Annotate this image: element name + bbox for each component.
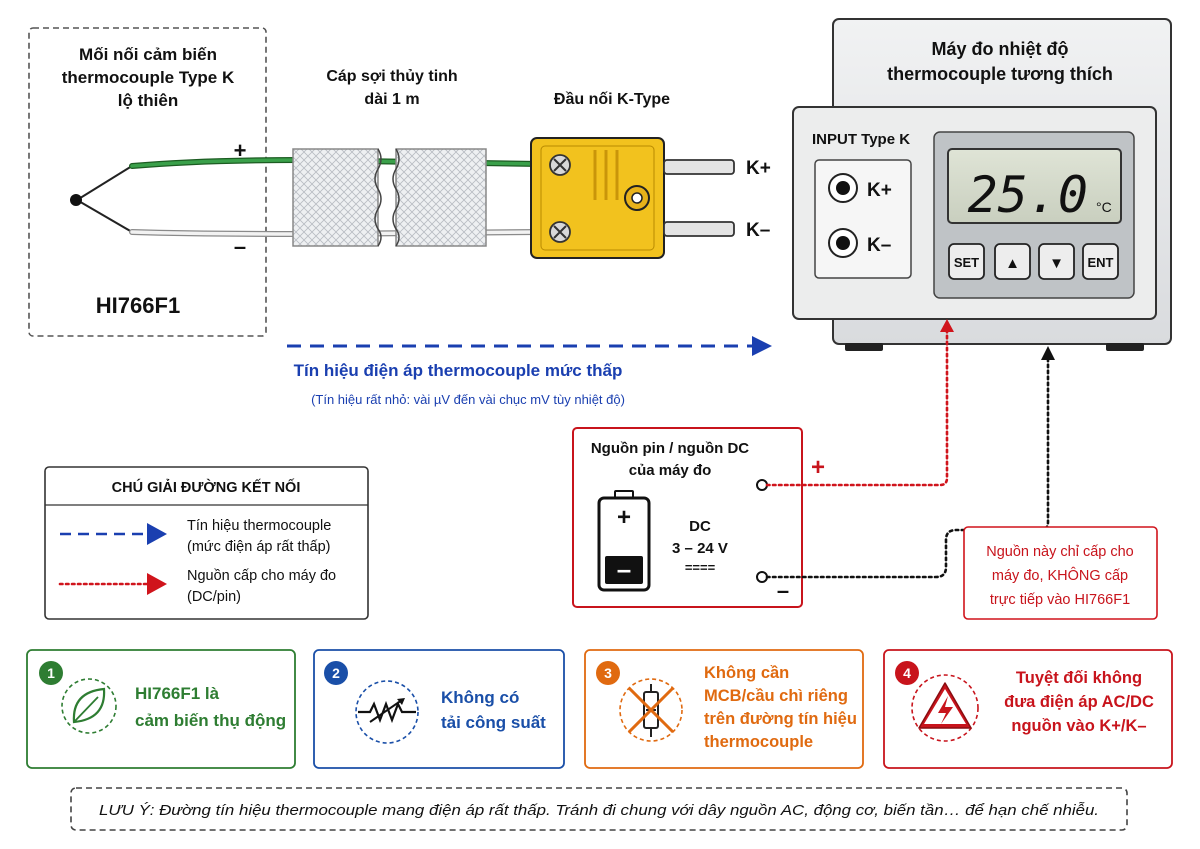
battery-minus-symbol: – xyxy=(617,554,631,584)
power-plus-label: + xyxy=(811,454,825,481)
connector-label: Đầu nối K-Type xyxy=(554,91,670,108)
screw-icon xyxy=(549,154,571,176)
up-arrow-icon: ▲ xyxy=(1005,255,1020,272)
note-3-line-4: thermocouple xyxy=(704,733,813,751)
up-button[interactable]: ▲ xyxy=(994,243,1031,280)
battery-plus-symbol: + xyxy=(617,504,631,531)
input-jack-plus[interactable] xyxy=(828,173,858,203)
footer-note-text: LƯU Ý: Đường tín hiệu thermocouple mang … xyxy=(99,802,1099,819)
input-jack-minus[interactable] xyxy=(828,228,858,258)
sensor-model-label: HI766F1 xyxy=(96,293,180,318)
power-supply-box: Nguồn pin / nguồn DC của máy đo + – DC 3… xyxy=(572,427,803,608)
connection-legend: CHÚ GIẢI ĐƯỜNG KẾT NỐI Tín hiệu thermoco… xyxy=(44,466,369,620)
footer-note: LƯU Ý: Đường tín hiệu thermocouple mang … xyxy=(70,787,1128,831)
note-card-2: 2 Không có tải công suất xyxy=(313,649,565,769)
note-4-line-2: đưa điện áp AC/DC xyxy=(1004,693,1154,711)
legend-title: CHÚ GIẢI ĐƯỜNG KẾT NỐI xyxy=(112,478,301,496)
power-title-line-1: Nguồn pin / nguồn DC xyxy=(591,440,749,457)
fiberglass-cable xyxy=(292,148,487,247)
high-voltage-warning-icon xyxy=(918,682,972,729)
sensor-minus-label: – xyxy=(234,234,246,259)
thermocouple-junction xyxy=(70,165,133,233)
note-4-line-3: nguồn vào K+/K– xyxy=(1011,717,1146,735)
connector-pin-plus-label: K+ xyxy=(746,158,771,179)
sensor-junction-box: Mối nối cảm biến thermocouple Type K lộ … xyxy=(28,27,267,337)
sensor-title-line-3: lộ thiên xyxy=(118,91,178,110)
note-2-line-2: tải công suất xyxy=(441,713,546,732)
down-arrow-icon: ▼ xyxy=(1049,255,1064,272)
note-card-4: 4 Tuyệt đối không đưa điện áp AC/DC nguồ… xyxy=(883,649,1173,769)
lcd-display: 25.0 °C xyxy=(947,148,1122,224)
legend-item-power-line-1: Nguồn cấp cho máy đo xyxy=(187,568,336,584)
screw-icon xyxy=(549,221,571,243)
note-2-line-1: Không có xyxy=(441,688,519,707)
signal-arrow xyxy=(287,336,772,356)
meter-title-line-1: Máy đo nhiệt độ xyxy=(932,39,1069,59)
legend-item-power-line-2: (DC/pin) xyxy=(187,589,241,605)
power-terminal-plus[interactable] xyxy=(756,479,768,491)
note-1-number: 1 xyxy=(47,665,55,681)
signal-sublabel: (Tín hiệu rất nhỏ: vài µV đến vài chục m… xyxy=(311,392,625,407)
note-4-number: 4 xyxy=(903,665,911,681)
ent-button-label: ENT xyxy=(1088,255,1114,270)
meter-title-line-2: thermocouple tương thích xyxy=(887,64,1113,84)
note-3-line-3: trên đường tín hiệu xyxy=(704,710,857,728)
power-dc-label: DC xyxy=(689,518,711,535)
down-button[interactable]: ▼ xyxy=(1038,243,1075,280)
note-card-3: 3 Không cần MCB/cầu chì riêng trên đường… xyxy=(584,649,864,769)
note-3-line-1: Không cần xyxy=(704,664,789,682)
power-voltage-range: 3 – 24 V xyxy=(672,540,728,557)
set-button[interactable]: SET xyxy=(948,243,985,280)
sensor-plus-label: + xyxy=(234,138,247,163)
legend-item-signal-line-2: (mức điện áp rất thấp) xyxy=(187,539,331,555)
leaf-icon xyxy=(72,687,106,724)
sensor-title-line-1: Mối nối cảm biến xyxy=(79,45,217,64)
note-card-1: 1 HI766F1 là cảm biến thụ động xyxy=(26,649,296,769)
power-note-box: Nguồn này chỉ cấp cho máy đo, KHÔNG cấp … xyxy=(963,526,1158,620)
power-note-line-2: máy đo, KHÔNG cấp xyxy=(992,567,1128,584)
meter-jack-minus-label: K– xyxy=(867,235,891,256)
lcd-reading: 25.0 xyxy=(968,166,1088,224)
resistor-icon xyxy=(358,698,416,724)
temperature-meter: Máy đo nhiệt độ thermocouple tương thích… xyxy=(792,18,1172,351)
power-positive-wire xyxy=(765,319,954,487)
power-title-line-2: của máy đo xyxy=(629,462,712,479)
battery-icon: + – xyxy=(597,490,651,592)
note-4-line-1: Tuyệt đối không xyxy=(1016,669,1142,687)
k-type-connector xyxy=(530,137,735,259)
meter-jack-plus-label: K+ xyxy=(867,180,892,201)
cable-label-line-1: Cáp sợi thủy tinh xyxy=(326,68,457,85)
note-1-line-1: HI766F1 là xyxy=(135,684,220,703)
set-button-label: SET xyxy=(954,255,979,270)
positive-lead-wire xyxy=(129,156,543,169)
power-note-line-3: trực tiếp vào HI766F1 xyxy=(990,592,1130,608)
lcd-unit: °C xyxy=(1096,199,1112,215)
ent-button[interactable]: ENT xyxy=(1082,243,1119,280)
crossed-fuse-icon xyxy=(627,684,675,737)
note-3-line-2: MCB/cầu chì riêng xyxy=(704,687,848,705)
cable-label-line-2: dài 1 m xyxy=(364,91,419,108)
negative-lead-wire xyxy=(129,229,543,238)
dc-symbol: ==== xyxy=(685,560,716,575)
signal-label: Tín hiệu điện áp thermocouple mức thấp xyxy=(294,361,623,380)
sensor-title-line-2: thermocouple Type K xyxy=(62,68,235,87)
note-1-line-2: cảm biến thụ động xyxy=(135,711,286,730)
power-note-line-1: Nguồn này chỉ cấp cho xyxy=(986,544,1134,560)
note-3-number: 3 xyxy=(604,665,612,681)
power-minus-label: – xyxy=(777,578,789,603)
note-2-number: 2 xyxy=(332,665,340,681)
meter-input-label: INPUT Type K xyxy=(812,131,910,148)
legend-item-signal-line-1: Tín hiệu thermocouple xyxy=(187,518,331,534)
blue-arrow-icon xyxy=(147,523,167,545)
power-terminal-minus[interactable] xyxy=(756,571,768,583)
connector-pin-minus-label: K– xyxy=(746,220,770,241)
red-arrow-icon xyxy=(147,573,167,595)
